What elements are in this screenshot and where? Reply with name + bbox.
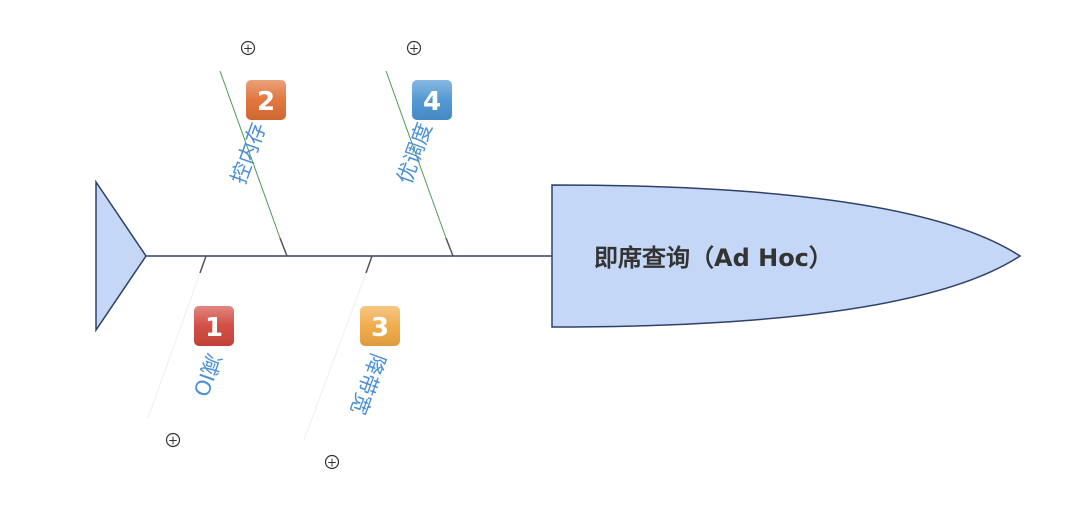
branch-3-number: 3	[371, 313, 389, 343]
branch-3-expand-icon[interactable]: +	[324, 454, 340, 470]
branch-2-badge: 2	[246, 80, 286, 120]
branch-1-expand-icon[interactable]: +	[165, 432, 181, 448]
fish-tail	[95, 179, 147, 333]
plus-circle-icon: +	[168, 434, 178, 448]
branch-4-label: 优调度	[393, 120, 437, 187]
branch-1[interactable]: 1 减IO	[147, 255, 234, 419]
fish-head-title: 即席查询（Ad Hoc）	[594, 244, 833, 272]
branch-4-badge: 4	[412, 80, 452, 120]
fish-head[interactable]	[551, 184, 1022, 328]
branch-3-badge: 3	[360, 306, 400, 346]
branch-3-label: 降带宽	[346, 350, 390, 417]
branch-1-number: 1	[205, 313, 223, 343]
branch-2-label: 控内存	[227, 120, 271, 187]
plus-circle-icon: +	[327, 456, 337, 470]
branch-2-expand-icon[interactable]: +	[240, 40, 256, 56]
branch-2[interactable]: 2 控内存	[219, 70, 288, 257]
branch-2-number: 2	[257, 87, 275, 117]
branch-4-expand-icon[interactable]: +	[406, 40, 422, 56]
branch-1-label: 减IO	[188, 350, 226, 399]
plus-circle-icon: +	[409, 42, 419, 56]
branch-3[interactable]: 3 降带宽	[303, 255, 400, 441]
branch-1-badge: 1	[194, 306, 234, 346]
branch-4[interactable]: 4 优调度	[385, 70, 454, 257]
branch-4-number: 4	[423, 87, 441, 117]
plus-circle-icon: +	[243, 42, 253, 56]
